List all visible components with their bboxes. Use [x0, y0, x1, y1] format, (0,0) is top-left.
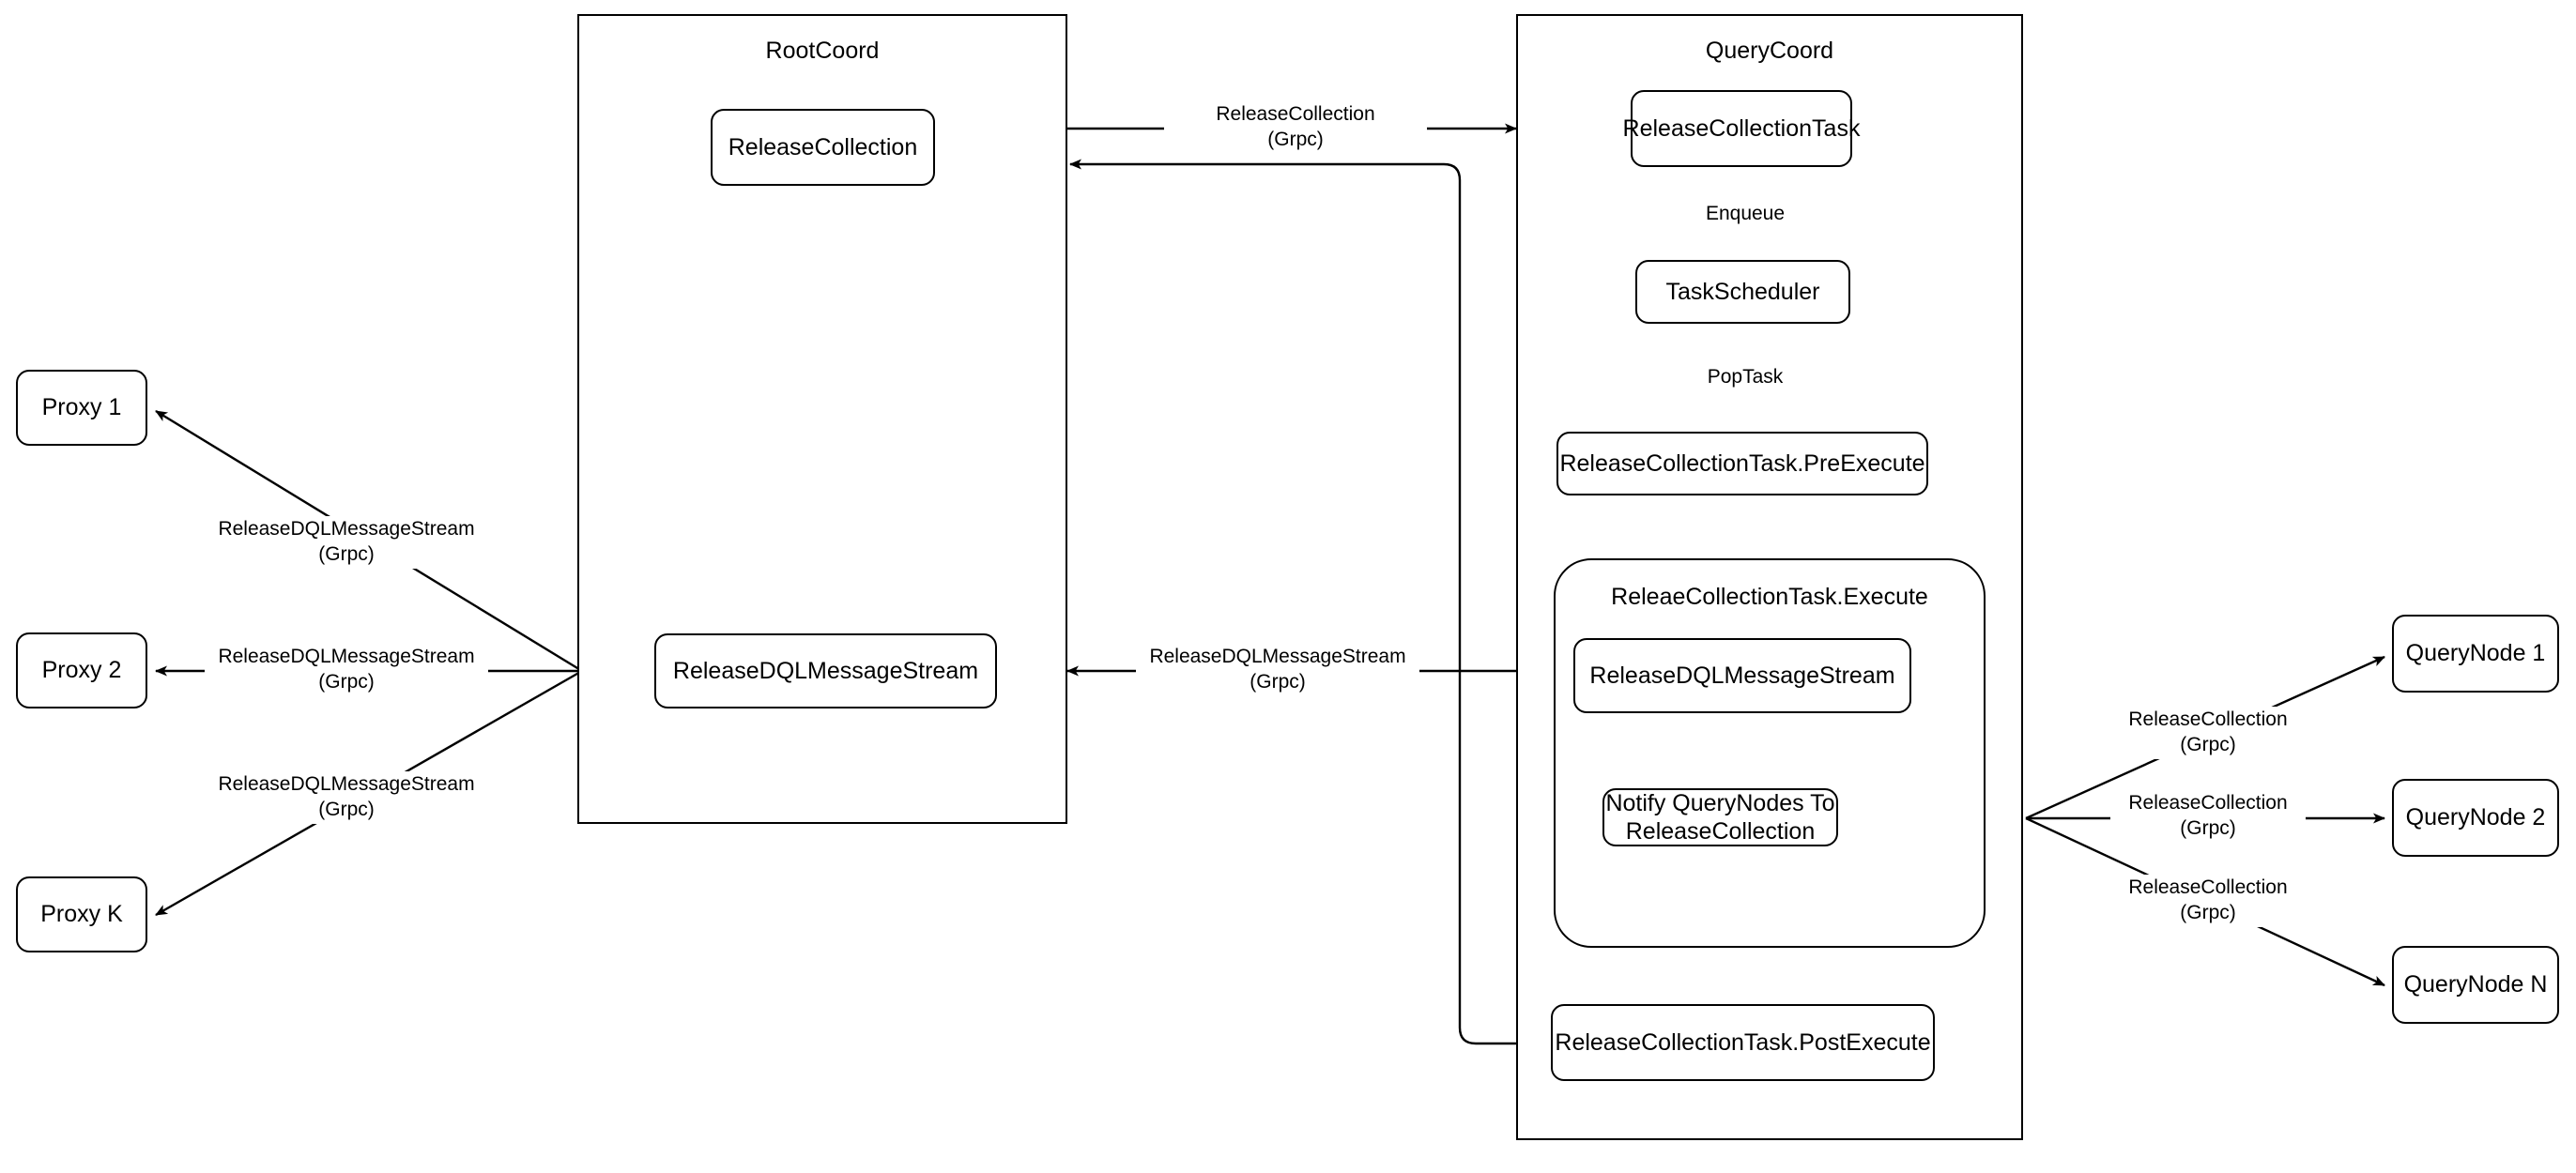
container-execute-group [1554, 558, 1986, 948]
container-execute-group-title: ReleaeCollectionTask.Execute [1611, 584, 1928, 610]
edge-label-release-dql-grpc-center: ReleaseDQLMessageStream (Grpc) [1136, 644, 1419, 696]
node-release-collection-task[interactable]: ReleaseCollectionTask [1623, 90, 1860, 167]
node-exec-release-dql-message-stream[interactable]: ReleaseDQLMessageStream [1573, 638, 1911, 713]
edge-label-pop-task: PopTask [1648, 364, 1843, 391]
edge-label-release-collection-qn2: ReleaseCollection (Grpc) [2110, 790, 2306, 843]
edge-label-release-dql-grpc-proxy1: ReleaseDQLMessageStream (Grpc) [205, 516, 488, 569]
node-root-release-collection[interactable]: ReleaseCollection [711, 109, 935, 186]
container-querycoord-title: QueryCoord [1705, 38, 1834, 64]
node-proxy-k[interactable]: Proxy K [16, 876, 147, 952]
edge-label-release-collection-grpc: ReleaseCollection (Grpc) [1164, 101, 1427, 154]
edge-label-release-dql-grpc-proxy2: ReleaseDQLMessageStream (Grpc) [205, 644, 488, 696]
container-rootcoord-title: RootCoord [765, 38, 880, 64]
node-query-node-n[interactable]: QueryNode N [2392, 946, 2559, 1024]
node-task-scheduler[interactable]: TaskScheduler [1635, 260, 1850, 324]
node-proxy-1[interactable]: Proxy 1 [16, 370, 147, 446]
node-query-node-1[interactable]: QueryNode 1 [2392, 615, 2559, 693]
edge-label-release-collection-qnn: ReleaseCollection (Grpc) [2110, 875, 2306, 927]
node-query-node-2[interactable]: QueryNode 2 [2392, 779, 2559, 857]
edge-postexecute-return [1069, 159, 1551, 1045]
node-pre-execute[interactable]: ReleaseCollectionTask.PreExecute [1556, 432, 1928, 495]
edge-label-release-dql-grpc-proxyk: ReleaseDQLMessageStream (Grpc) [205, 771, 488, 824]
node-notify-query-nodes[interactable]: Notify QueryNodes To ReleaseCollection [1602, 788, 1838, 846]
node-post-execute[interactable]: ReleaseCollectionTask.PostExecute [1551, 1004, 1935, 1081]
node-proxy-2[interactable]: Proxy 2 [16, 632, 147, 708]
edge-label-release-collection-qn1: ReleaseCollection (Grpc) [2110, 707, 2306, 759]
node-root-release-dql-message-stream[interactable]: ReleaseDQLMessageStream [654, 633, 997, 708]
edge-label-enqueue: Enqueue [1648, 201, 1843, 228]
